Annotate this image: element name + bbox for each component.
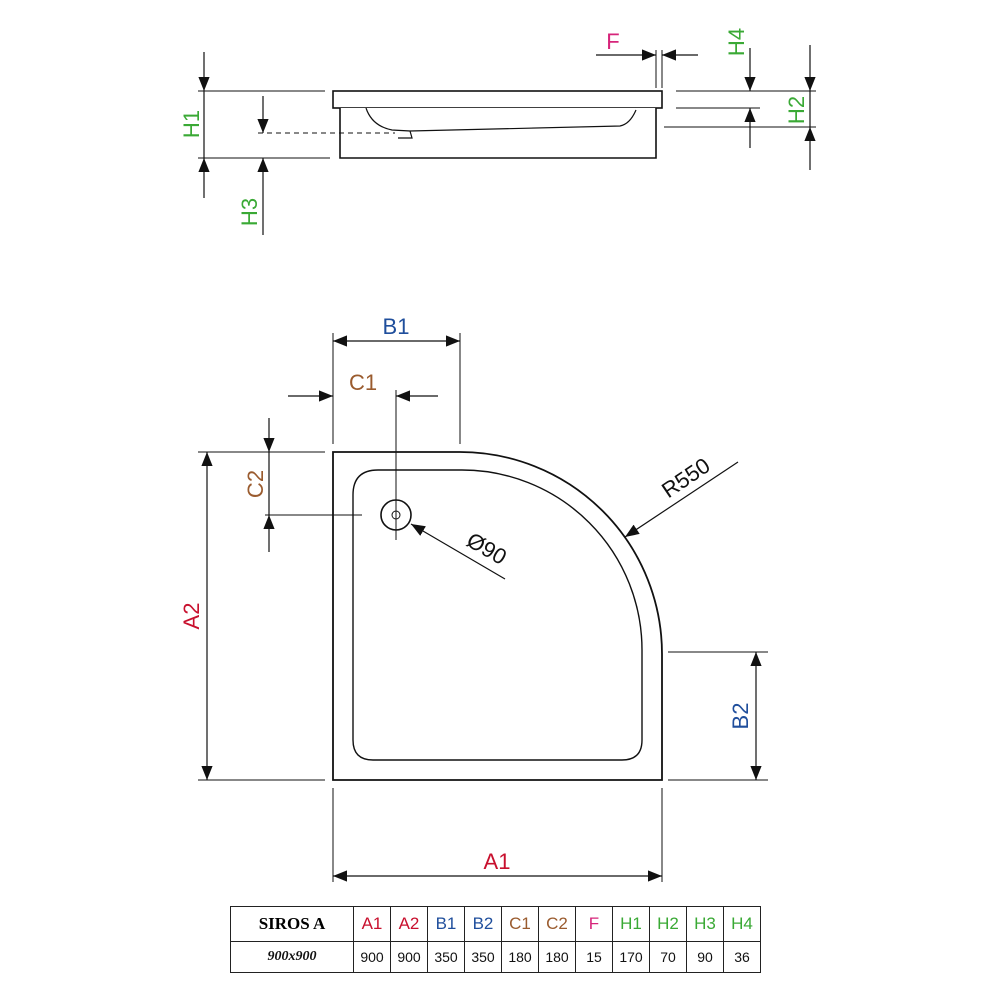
model-size: 900x900	[230, 941, 354, 973]
value-c2: 180	[538, 941, 576, 973]
header-a2: A2	[390, 906, 428, 942]
model-name: SIROS A	[230, 906, 354, 942]
value-h2: 70	[649, 941, 687, 973]
label-h1: H1	[179, 110, 204, 138]
header-b1: B1	[427, 906, 465, 942]
value-f: 15	[575, 941, 613, 973]
label-c2: C2	[243, 470, 268, 498]
label-f: F	[606, 29, 619, 54]
tray-rim	[332, 90, 663, 109]
label-drain: Ø90	[462, 527, 511, 569]
header-c2: C2	[538, 906, 576, 942]
header-a1: A1	[353, 906, 391, 942]
technical-drawing: H1 H3 F H4 H2	[179, 28, 816, 882]
value-c1: 180	[501, 941, 539, 973]
value-b2: 350	[464, 941, 502, 973]
label-b2: B2	[728, 703, 753, 730]
value-h1: 170	[612, 941, 650, 973]
tray-basin	[365, 107, 637, 139]
header-h1: H1	[612, 906, 650, 942]
label-h2: H2	[784, 96, 809, 124]
label-h3: H3	[237, 198, 262, 226]
table-header-row: SIROS A A1 A2 B1 B2 C1 C2 F H1 H2 H3 H4	[230, 906, 761, 942]
label-h4: H4	[724, 28, 749, 56]
header-h4: H4	[723, 906, 761, 942]
specification-table: SIROS A A1 A2 B1 B2 C1 C2 F H1 H2 H3 H4 …	[230, 906, 761, 973]
label-a1: A1	[484, 849, 511, 874]
label-b1: B1	[383, 314, 410, 339]
label-c1: C1	[349, 370, 377, 395]
value-b1: 350	[427, 941, 465, 973]
value-h3: 90	[686, 941, 724, 973]
header-f: F	[575, 906, 613, 942]
tray-inner-basin	[352, 469, 643, 761]
tray-outline	[332, 451, 663, 781]
side-view	[332, 90, 663, 159]
header-h2: H2	[649, 906, 687, 942]
label-radius: R550	[657, 453, 715, 503]
dimension-drain	[410, 523, 506, 580]
value-h4: 36	[723, 941, 761, 973]
label-a2: A2	[179, 603, 204, 630]
header-c1: C1	[501, 906, 539, 942]
value-a2: 900	[390, 941, 428, 973]
table-row: 900x900 900 900 350 350 180 180 15 170 7…	[230, 941, 761, 973]
dimension-radius	[624, 461, 739, 538]
header-b2: B2	[464, 906, 502, 942]
top-view	[332, 451, 663, 781]
value-a1: 900	[353, 941, 391, 973]
header-h3: H3	[686, 906, 724, 942]
